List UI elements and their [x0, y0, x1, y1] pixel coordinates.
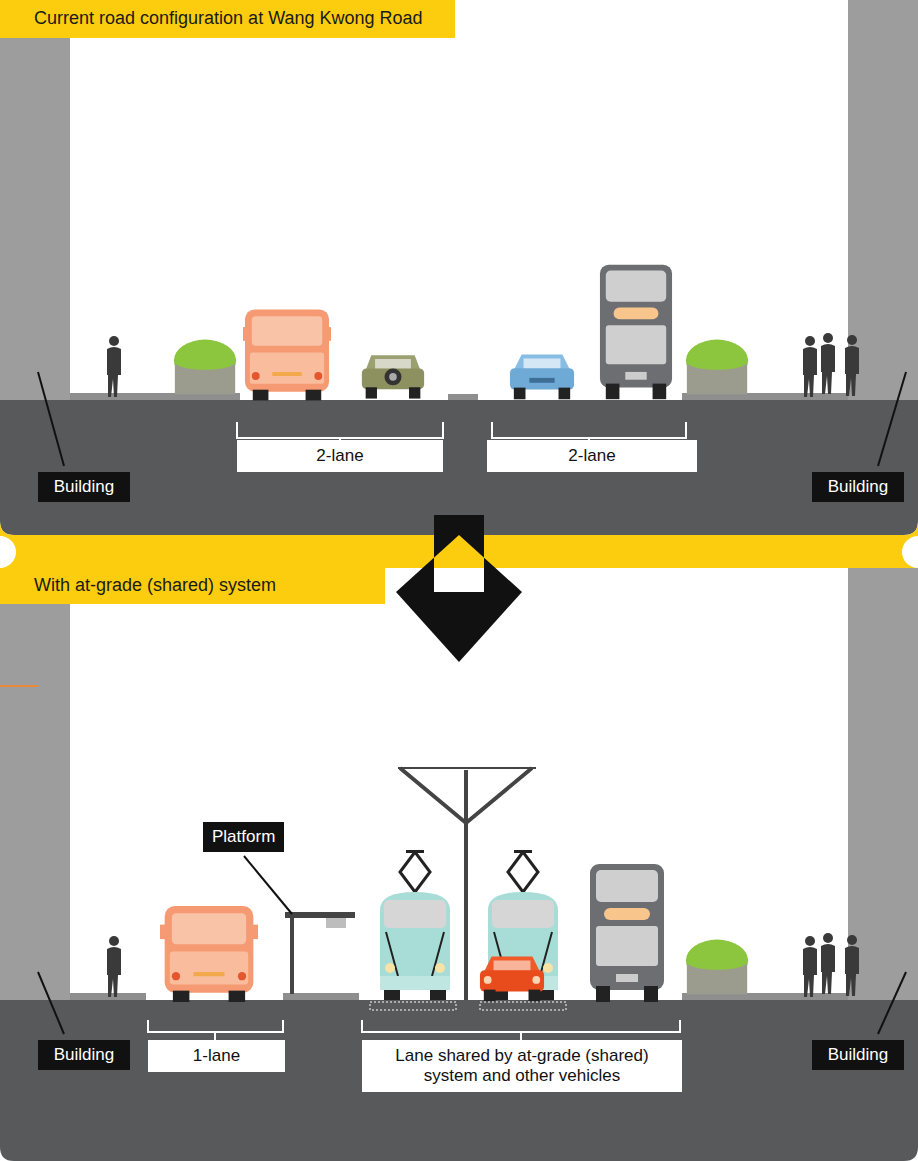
pedestrian	[845, 935, 859, 996]
label-text: Current road configuration at Wang Kwong…	[34, 8, 423, 30]
planter	[686, 940, 748, 995]
lane-bracket	[362, 1020, 680, 1040]
bus	[159, 906, 258, 1002]
car	[480, 957, 544, 1002]
pedestrian	[821, 933, 835, 994]
building-label: Building	[38, 472, 130, 502]
title-tab: Current road configuration at Wang Kwong…	[0, 0, 455, 38]
top-panel	[0, 0, 918, 535]
platform-label: Platform	[203, 822, 284, 852]
lane-label: 2-lane	[487, 440, 697, 472]
lane-label: 1-lane	[148, 1040, 285, 1072]
label-text: Building	[828, 1045, 889, 1065]
building-label: Building	[38, 1040, 130, 1070]
platform-shelter	[285, 912, 355, 994]
leader-line	[878, 372, 906, 466]
bus	[240, 310, 334, 401]
planter	[174, 340, 236, 395]
label-text: Building	[828, 477, 889, 497]
pedestrian	[107, 936, 121, 997]
double-decker-bus	[600, 265, 672, 399]
car	[510, 355, 574, 400]
planter	[686, 340, 748, 395]
label-text: Lane shared by at-grade (shared) system …	[372, 1046, 672, 1087]
pedestrian	[803, 336, 817, 397]
building-label: Building	[812, 472, 904, 502]
lane-bracket	[492, 422, 686, 440]
building-label: Building	[812, 1040, 904, 1070]
label-text: Platform	[212, 827, 275, 847]
transition-arrow	[396, 515, 522, 592]
separator-band	[0, 515, 918, 662]
car	[362, 355, 424, 398]
lane-bracket	[148, 1020, 283, 1040]
lane-label: 2-lane	[237, 440, 443, 472]
pedestrian	[803, 936, 817, 997]
leader-line	[878, 972, 906, 1034]
leader-line	[38, 972, 64, 1034]
tram	[380, 850, 450, 1000]
label-text: With at-grade (shared) system	[34, 575, 276, 597]
label-text: Building	[54, 1045, 115, 1065]
leader-line	[244, 856, 292, 914]
pedestrian	[821, 333, 835, 394]
label-text: 2-lane	[568, 446, 615, 466]
bottom-panel	[0, 568, 918, 1161]
leader-line	[38, 372, 64, 466]
pedestrian	[845, 335, 859, 396]
label-text: 2-lane	[316, 446, 363, 466]
label-text: 1-lane	[193, 1046, 240, 1066]
pedestrian	[107, 336, 121, 397]
title-tab: With at-grade (shared) system	[0, 568, 385, 604]
label-text: Building	[54, 477, 115, 497]
lane-label: Lane shared by at-grade (shared) system …	[362, 1040, 682, 1092]
double-decker-bus	[590, 864, 664, 1002]
lane-bracket	[237, 422, 443, 440]
